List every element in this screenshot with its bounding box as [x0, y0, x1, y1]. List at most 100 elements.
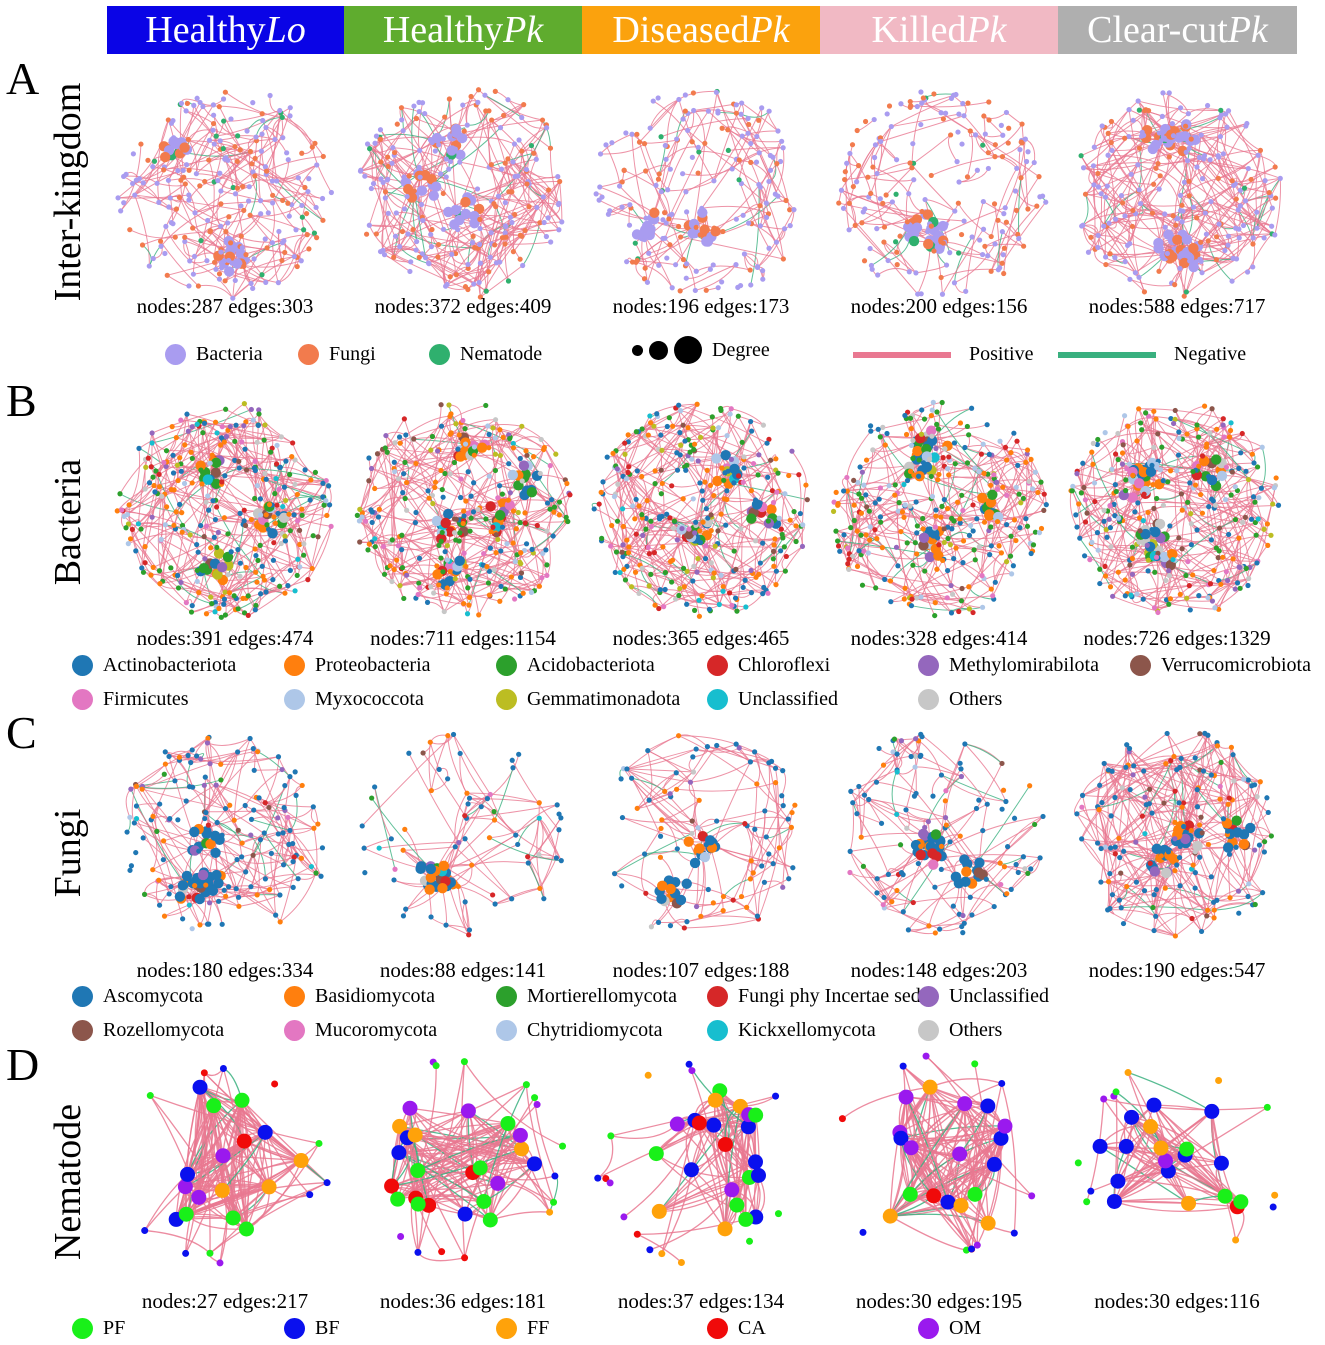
- taxon-node: [457, 494, 464, 501]
- taxon-node: [201, 420, 208, 426]
- taxon-node: [222, 89, 228, 95]
- taxon-node: [375, 514, 382, 520]
- taxon-node: [1139, 129, 1145, 135]
- association-edge: [266, 155, 324, 172]
- taxon-node: [225, 572, 231, 578]
- association-edge: [390, 565, 441, 584]
- taxon-node: [878, 138, 884, 145]
- association-edge: [219, 140, 238, 189]
- taxon-node: [536, 583, 543, 589]
- taxon-node: [699, 224, 710, 235]
- association-edge: [872, 166, 910, 194]
- taxon-node: [402, 495, 408, 502]
- taxon-node: [711, 178, 717, 184]
- taxon-node: [1034, 203, 1040, 209]
- taxon-node: [222, 589, 228, 595]
- taxon-node: [920, 95, 926, 101]
- association-edge: [450, 419, 496, 434]
- association-edge: [688, 435, 728, 441]
- association-edge: [511, 191, 547, 237]
- taxon-node: [158, 243, 164, 249]
- taxon-node: [369, 519, 375, 526]
- taxon-node: [757, 500, 763, 506]
- association-edge: [869, 248, 889, 261]
- taxon-node: [940, 116, 946, 122]
- taxon-node: [412, 520, 419, 526]
- association-edge: [504, 241, 551, 245]
- taxon-node: [415, 591, 421, 598]
- taxon-node: [512, 559, 518, 565]
- association-edge: [772, 156, 791, 210]
- taxon-node: [504, 541, 510, 547]
- taxon-node: [980, 226, 987, 232]
- taxon-node: [217, 170, 223, 176]
- taxon-node: [185, 428, 191, 434]
- taxon-node: [188, 449, 194, 455]
- association-edge: [428, 226, 506, 264]
- taxon-node: [854, 127, 860, 134]
- taxon-node: [683, 261, 690, 267]
- taxon-node: [208, 594, 214, 600]
- taxon-node: [644, 279, 651, 285]
- taxon-node: [151, 158, 158, 164]
- taxon-node: [252, 495, 258, 502]
- association-edge: [188, 123, 214, 171]
- taxon-node: [616, 183, 623, 189]
- taxon-node: [425, 488, 431, 494]
- taxon-node: [440, 226, 447, 232]
- taxon-node: [501, 112, 507, 119]
- taxon-node: [392, 440, 398, 446]
- taxon-node: [550, 533, 556, 539]
- taxon-node: [269, 240, 276, 246]
- taxon-node: [438, 467, 444, 474]
- association-edge: [990, 205, 1038, 272]
- taxon-node: [1217, 115, 1223, 121]
- association-edge: [385, 158, 447, 199]
- association-edge: [699, 413, 731, 483]
- taxon-node: [623, 130, 629, 136]
- taxon-node: [948, 95, 955, 102]
- taxon-node: [1105, 152, 1111, 158]
- taxon-node: [402, 459, 408, 465]
- taxon-node: [1223, 111, 1229, 117]
- taxon-node: [284, 150, 290, 156]
- taxon-node: [475, 506, 481, 513]
- taxon-node: [377, 127, 384, 133]
- taxon-node: [922, 196, 928, 203]
- taxon-node: [710, 262, 716, 268]
- taxon-node: [211, 457, 222, 469]
- taxon-node: [258, 148, 265, 154]
- taxon-node: [767, 152, 773, 159]
- taxon-node: [127, 227, 133, 233]
- taxon-node: [515, 509, 521, 516]
- association-edge: [743, 458, 773, 491]
- taxon-node: [868, 190, 874, 197]
- taxon-node: [733, 102, 739, 108]
- association-edge: [696, 571, 720, 605]
- association-edge: [715, 415, 739, 459]
- taxon-node: [436, 142, 442, 148]
- taxon-node: [289, 454, 295, 460]
- taxon-node: [440, 494, 446, 500]
- taxon-node: [556, 200, 562, 206]
- taxon-node: [444, 557, 450, 563]
- taxon-node: [148, 572, 154, 578]
- association-edge: [1081, 194, 1089, 227]
- association-edge: [750, 107, 763, 144]
- taxon-node: [218, 614, 224, 620]
- taxon-node: [1126, 133, 1132, 140]
- taxon-node: [654, 411, 660, 417]
- taxon-node: [691, 563, 697, 569]
- taxon-node: [1215, 153, 1221, 159]
- taxon-node: [1153, 165, 1159, 171]
- taxon-node: [693, 268, 699, 274]
- taxon-node: [888, 123, 894, 130]
- association-edge: [221, 460, 256, 483]
- association-edge: [134, 194, 150, 267]
- taxon-node: [241, 401, 247, 407]
- taxon-node: [1242, 198, 1249, 204]
- taxon-node: [1162, 211, 1168, 217]
- taxon-node: [919, 208, 925, 215]
- taxon-node: [456, 132, 468, 144]
- taxon-node: [225, 220, 231, 226]
